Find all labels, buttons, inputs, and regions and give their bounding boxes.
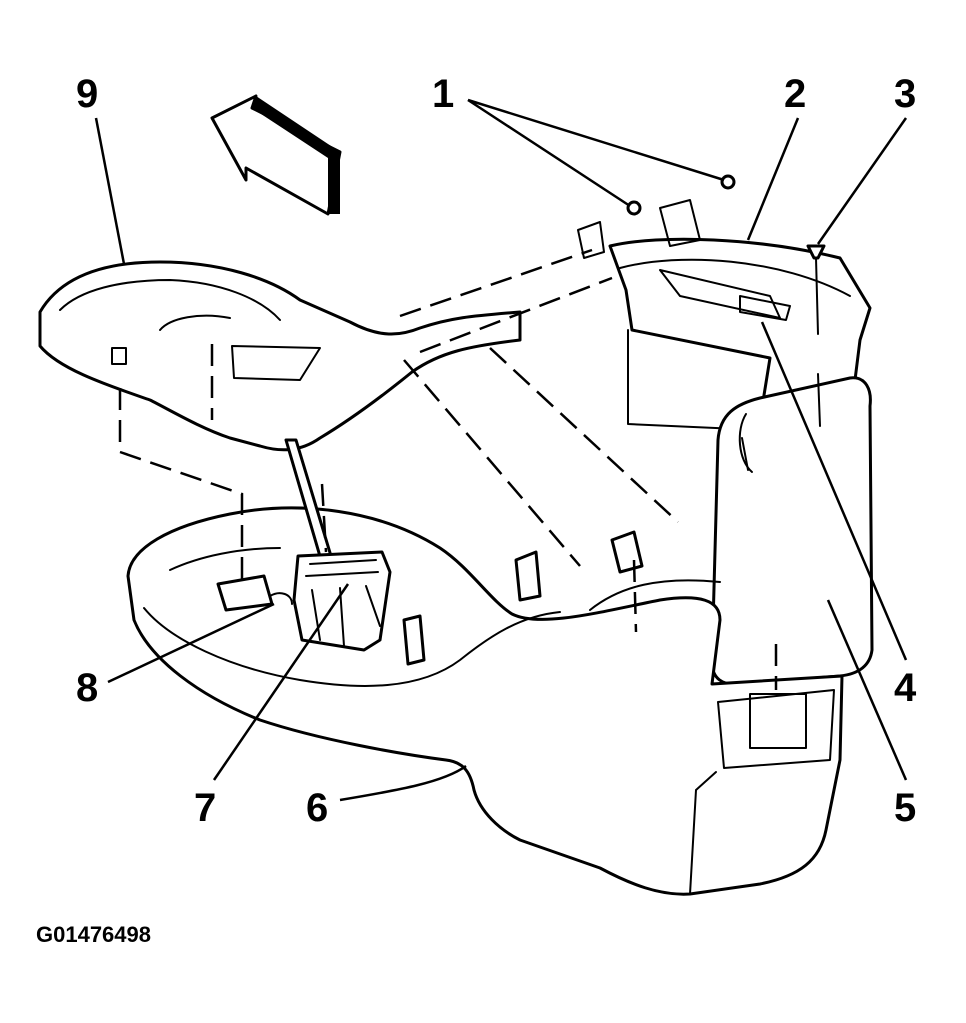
front-direction-arrow-icon (210, 94, 342, 216)
callout-9: 9 (76, 72, 99, 116)
fasteners-1 (577, 174, 736, 259)
callout-2: 2 (784, 72, 807, 116)
front-trim-plate (38, 260, 522, 452)
callout-1: 1 (432, 72, 455, 116)
armrest-cover (710, 376, 874, 686)
callout-8: 8 (76, 666, 99, 710)
screw-3 (806, 244, 826, 427)
shifter-assembly (216, 438, 392, 652)
callout-3: 3 (894, 72, 917, 116)
callout-7: 7 (194, 786, 217, 830)
callout-4: 4 (894, 666, 917, 710)
alignment-lines (118, 248, 778, 690)
callout-6: 6 (306, 786, 329, 830)
callout-5: 5 (894, 786, 917, 830)
leader-lines (94, 98, 908, 802)
figure-id: G01476498 (36, 922, 151, 947)
